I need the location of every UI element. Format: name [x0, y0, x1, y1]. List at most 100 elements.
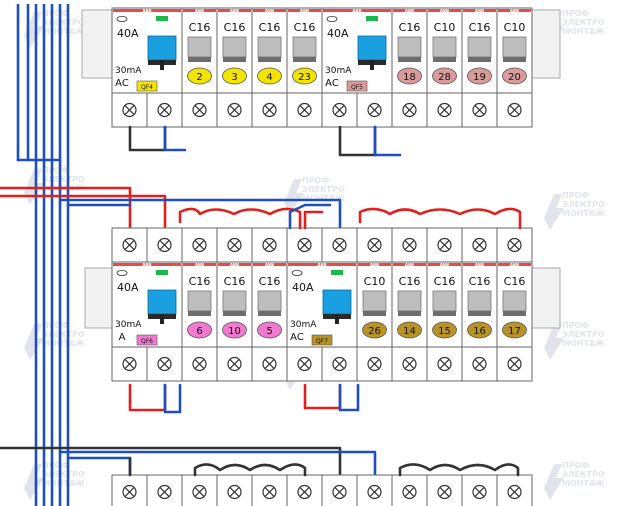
pe-feed-wire — [0, 446, 342, 477]
breaker-toggle — [187, 36, 212, 58]
circuit-number: 5 — [266, 326, 272, 337]
screw-slot — [474, 359, 485, 369]
circuit-number: 26 — [368, 326, 381, 337]
breaker-toggle — [467, 290, 492, 312]
breaker-rating: C16 — [259, 21, 281, 34]
brand-strip — [393, 263, 426, 266]
brand-label: ABB — [300, 8, 309, 13]
circuit-number: 18 — [403, 72, 416, 83]
watermark-bolt-icon — [24, 324, 44, 360]
breaker-toggle-base — [503, 311, 526, 316]
screw-slot — [509, 240, 520, 250]
screw-slot — [509, 359, 520, 369]
circuit-number: 10 — [228, 326, 241, 337]
brand-label: ABB — [265, 262, 274, 267]
watermark-text: МОНТАЖ — [562, 339, 605, 348]
rcd-sensitivity: 30mA — [115, 66, 142, 76]
status-indicator — [156, 270, 168, 275]
circuit-label-oval — [467, 321, 492, 339]
screw-slot — [334, 359, 345, 369]
rcd-type: AC — [115, 78, 129, 89]
rcd-tag: QF6 — [141, 338, 153, 345]
top-crop — [0, 0, 639, 4]
brand-label: ABB — [510, 262, 519, 267]
rcd-test-button — [147, 289, 177, 315]
screw-slot — [124, 487, 135, 497]
rcd-rating: 40A — [117, 27, 139, 40]
circuit-number: 2 — [196, 72, 202, 83]
breaker-toggle — [397, 290, 422, 312]
brand-strip — [218, 9, 251, 12]
rcd-rating: 40A — [117, 281, 139, 294]
screw-slot — [229, 105, 240, 115]
screw-slot — [369, 240, 380, 250]
test-indicator-icon — [116, 15, 128, 22]
circuit-label-oval — [362, 321, 387, 339]
screw-slot — [404, 105, 415, 115]
brand-strip — [358, 263, 391, 266]
terminal-screw — [367, 102, 382, 118]
phase-bridge-wire — [178, 207, 302, 230]
screw-slot — [194, 240, 205, 250]
rcd-output-jumper — [373, 125, 402, 157]
brand-label: ABB — [440, 262, 449, 267]
screw-slot — [194, 359, 205, 369]
watermark-text: ПРОФ — [42, 321, 69, 330]
screw-slot — [439, 359, 450, 369]
rcd-tag-box — [136, 334, 158, 346]
watermark-text: МОНТАЖ — [42, 479, 85, 488]
terminal-screw — [402, 356, 417, 372]
rcd-sensitivity: 30mA — [290, 320, 317, 330]
brand-label: ABB — [352, 8, 361, 13]
circuit-number: 28 — [438, 72, 451, 83]
watermark-text: ПРОФ — [302, 176, 329, 185]
screw-slot — [369, 105, 380, 115]
watermark-text: МОНТАЖ — [562, 209, 605, 218]
breaker-toggle-base — [433, 311, 456, 316]
circuit-number: 3 — [231, 72, 237, 83]
watermark-text: МОНТАЖ — [562, 479, 605, 488]
rcd-lever — [160, 314, 164, 324]
circuit-label-oval — [432, 67, 457, 85]
rcd-output-jumper — [338, 125, 377, 157]
terminal-screw — [157, 356, 172, 372]
din-rail — [529, 9, 561, 79]
screw-slot — [404, 240, 415, 250]
terminal-screw — [367, 484, 382, 500]
terminal-screw — [332, 356, 347, 372]
rcd-rating: 40A — [292, 281, 314, 294]
terminal-screw — [472, 356, 487, 372]
screw-slot — [299, 105, 310, 115]
rcd-sensitivity: 30mA — [115, 320, 142, 330]
circuit-label-oval — [257, 321, 282, 339]
neutral-bridge-wire — [288, 203, 332, 230]
terminal-screw — [367, 356, 382, 372]
breaker-toggle-base — [363, 311, 386, 316]
rcd-test-button — [147, 35, 177, 61]
screw-slot — [439, 105, 450, 115]
screw-slot — [299, 240, 310, 250]
brand-strip — [463, 263, 496, 266]
terminal-screw — [157, 237, 172, 253]
circuit-number: 4 — [266, 72, 272, 83]
brand-label: ABB — [230, 8, 239, 13]
terminal-screw — [122, 484, 137, 500]
terminal-screw — [227, 237, 242, 253]
watermark-text: ЭЛЕКТРО — [42, 175, 85, 184]
pe-bridge-wire — [193, 463, 307, 477]
brand-label: ABB — [405, 262, 414, 267]
brand-strip — [428, 9, 461, 12]
screw-slot — [264, 105, 275, 115]
screw-slot — [509, 487, 520, 497]
